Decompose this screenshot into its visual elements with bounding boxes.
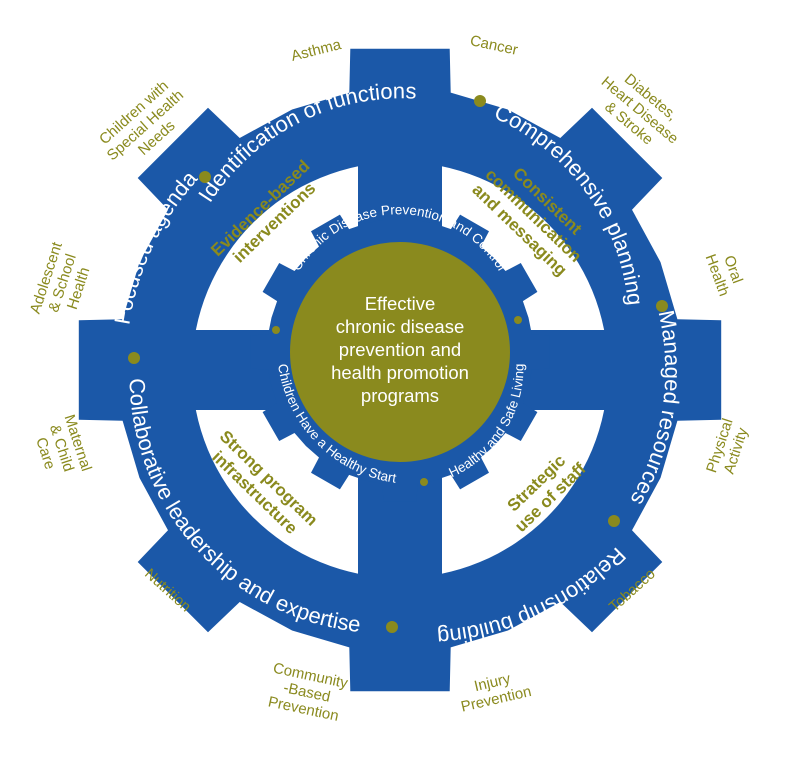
inner-dot-bottom [420,478,428,486]
label-maternal: Maternal & Child Care [32,413,95,474]
outer-dot-3 [608,515,620,527]
center-line-2: chronic disease [336,316,465,337]
outer-dot-2 [656,300,668,312]
label-asthma-text: Asthma [289,36,343,65]
center-line-4: health promotion [331,362,469,383]
label-cancer-text: Cancer [468,32,519,59]
outer-dot-6 [199,171,211,183]
outer-dot-4 [386,621,398,633]
label-physical-activity: Physical Activity [703,416,751,476]
center-line-5: programs [361,385,439,406]
label-oral-health: Oral Health [702,252,746,299]
inner-dot-right [514,316,522,324]
label-injury-prevention: Injury Prevention [459,670,533,715]
center-line-3: prevention and [339,339,461,360]
label-asthma: Asthma [289,36,343,65]
label-cancer: Cancer [468,32,519,59]
outer-dot-5 [128,352,140,364]
outer-dot-1 [474,95,486,107]
inner-dot-left [272,326,280,334]
label-adolescent: Adolescent & School Health [27,239,94,316]
center-circle [290,242,510,462]
center-label: Effective chronic disease prevention and… [331,293,469,406]
center-line-1: Effective [365,293,436,314]
label-community: Community -Based Prevention [267,660,350,725]
